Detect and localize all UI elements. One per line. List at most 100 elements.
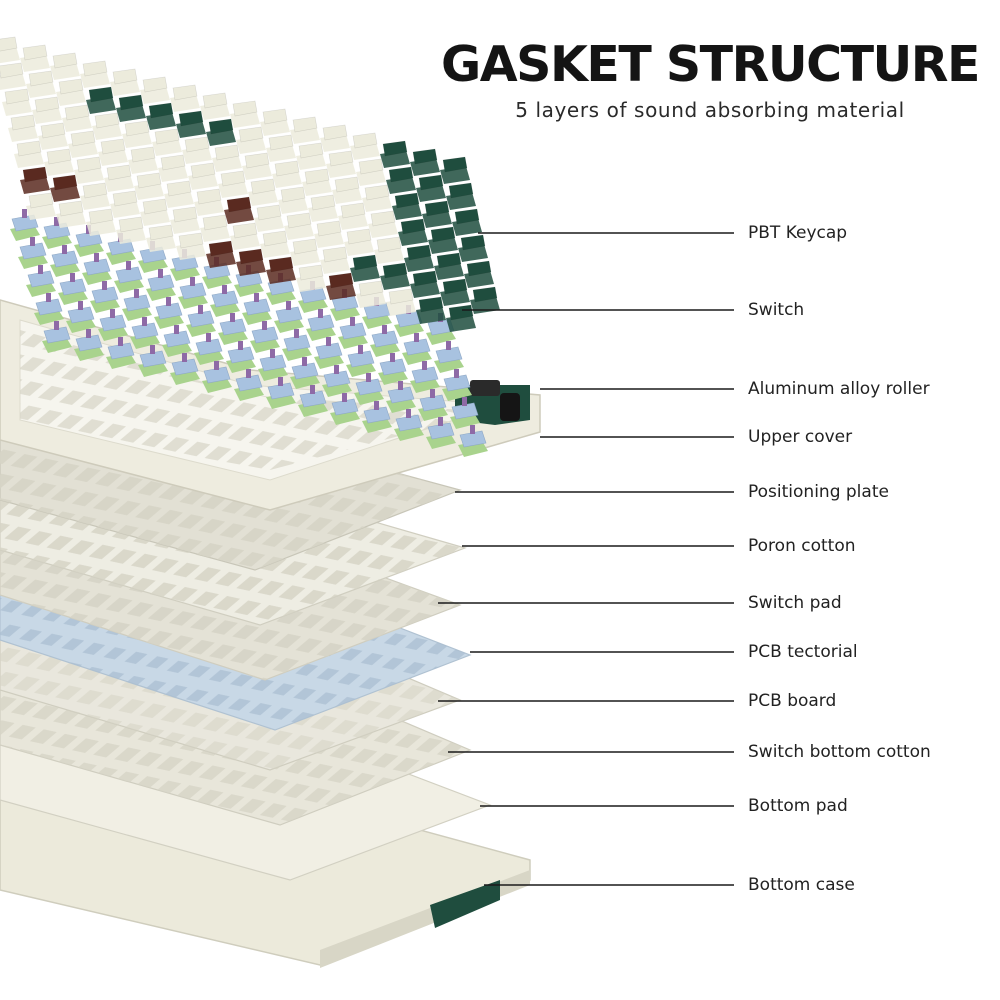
keycap [350, 132, 380, 160]
keycap [212, 144, 242, 172]
keycap [272, 160, 302, 188]
keycap [116, 216, 146, 244]
switch-unit [34, 293, 64, 325]
switch-unit [66, 301, 96, 333]
switch-unit [442, 369, 472, 401]
keycap [308, 194, 338, 222]
keycap [296, 264, 326, 292]
keycap [386, 288, 416, 316]
keycap [206, 240, 236, 268]
switch-unit [210, 285, 240, 317]
keycap [458, 234, 488, 262]
keycap [248, 178, 278, 206]
keycap [92, 112, 122, 140]
switch-unit [138, 345, 168, 377]
keycap [386, 166, 416, 194]
keycap [80, 182, 110, 210]
label-pbt-keycap: PBT Keycap [748, 223, 848, 243]
keycap [332, 176, 362, 204]
switch-unit [202, 361, 232, 393]
diagram-title: GASKET STRUCTURE [441, 36, 980, 93]
keycap [404, 244, 434, 272]
switch-unit [186, 305, 216, 337]
switch-unit [418, 389, 448, 421]
keycap [38, 122, 68, 150]
keycap [188, 162, 218, 190]
keycap [176, 110, 206, 138]
switch-unit [170, 353, 200, 385]
switch-unit [298, 385, 328, 417]
label-switch: Switch [748, 300, 805, 320]
keycap [122, 120, 152, 148]
keycap [260, 230, 290, 258]
keycap [290, 116, 320, 144]
keycap [236, 248, 266, 276]
switch-unit [226, 341, 256, 373]
switch-unit [250, 321, 280, 353]
switch-unit [426, 417, 456, 449]
keycap [68, 130, 98, 158]
keycap [314, 220, 344, 248]
switch-unit [354, 373, 384, 405]
keycap [356, 280, 386, 308]
switch-unit [178, 277, 208, 309]
switch-unit [218, 313, 248, 345]
switch-unit [242, 293, 272, 325]
keycap [356, 158, 386, 186]
keycap [140, 198, 170, 226]
keycap [32, 96, 62, 124]
keycap [278, 186, 308, 214]
switch-unit [434, 341, 464, 373]
keycap [440, 278, 470, 306]
label-pcb-tectorial: PCB tectorial [748, 642, 858, 662]
label-bottom-case: Bottom case [748, 875, 855, 895]
switch-unit [18, 237, 48, 269]
layer-keycaps [0, 36, 500, 332]
keycap [0, 36, 20, 64]
keycap [380, 140, 410, 168]
switch-unit [322, 365, 352, 397]
keycap [74, 156, 104, 184]
keycap [128, 146, 158, 174]
switch-unit [50, 245, 80, 277]
keycap [338, 202, 368, 230]
switch-unit [362, 401, 392, 433]
keycap [362, 184, 392, 212]
keycap [410, 148, 440, 176]
keycap [86, 86, 116, 114]
keycap [398, 218, 428, 246]
keycap [110, 68, 140, 96]
keycap [116, 94, 146, 122]
label-pcb-board: PCB board [748, 691, 837, 711]
keycap [98, 138, 128, 166]
switch-unit [130, 317, 160, 349]
keycap [416, 296, 446, 324]
switch-unit [306, 309, 336, 341]
keycap [296, 142, 326, 170]
leader-lines [438, 232, 734, 886]
switch-unit [290, 357, 320, 389]
switch-unit [162, 325, 192, 357]
keycap [50, 52, 80, 80]
keycap [344, 228, 374, 256]
keycap [320, 124, 350, 152]
switch-unit [114, 261, 144, 293]
keycap [326, 150, 356, 178]
switch-unit [154, 297, 184, 329]
switch-unit [42, 321, 72, 353]
keycap [26, 70, 56, 98]
keycap [260, 108, 290, 136]
switch-unit [282, 329, 312, 361]
switch-unit [266, 377, 296, 409]
switch-unit [386, 381, 416, 413]
switch-unit [82, 253, 112, 285]
keycap [8, 114, 38, 142]
label-bottom-pad: Bottom pad [748, 796, 848, 816]
keycap [140, 76, 170, 104]
keycap [110, 190, 140, 218]
keycap [320, 246, 350, 274]
keycap [152, 128, 182, 156]
keycap [266, 256, 296, 284]
